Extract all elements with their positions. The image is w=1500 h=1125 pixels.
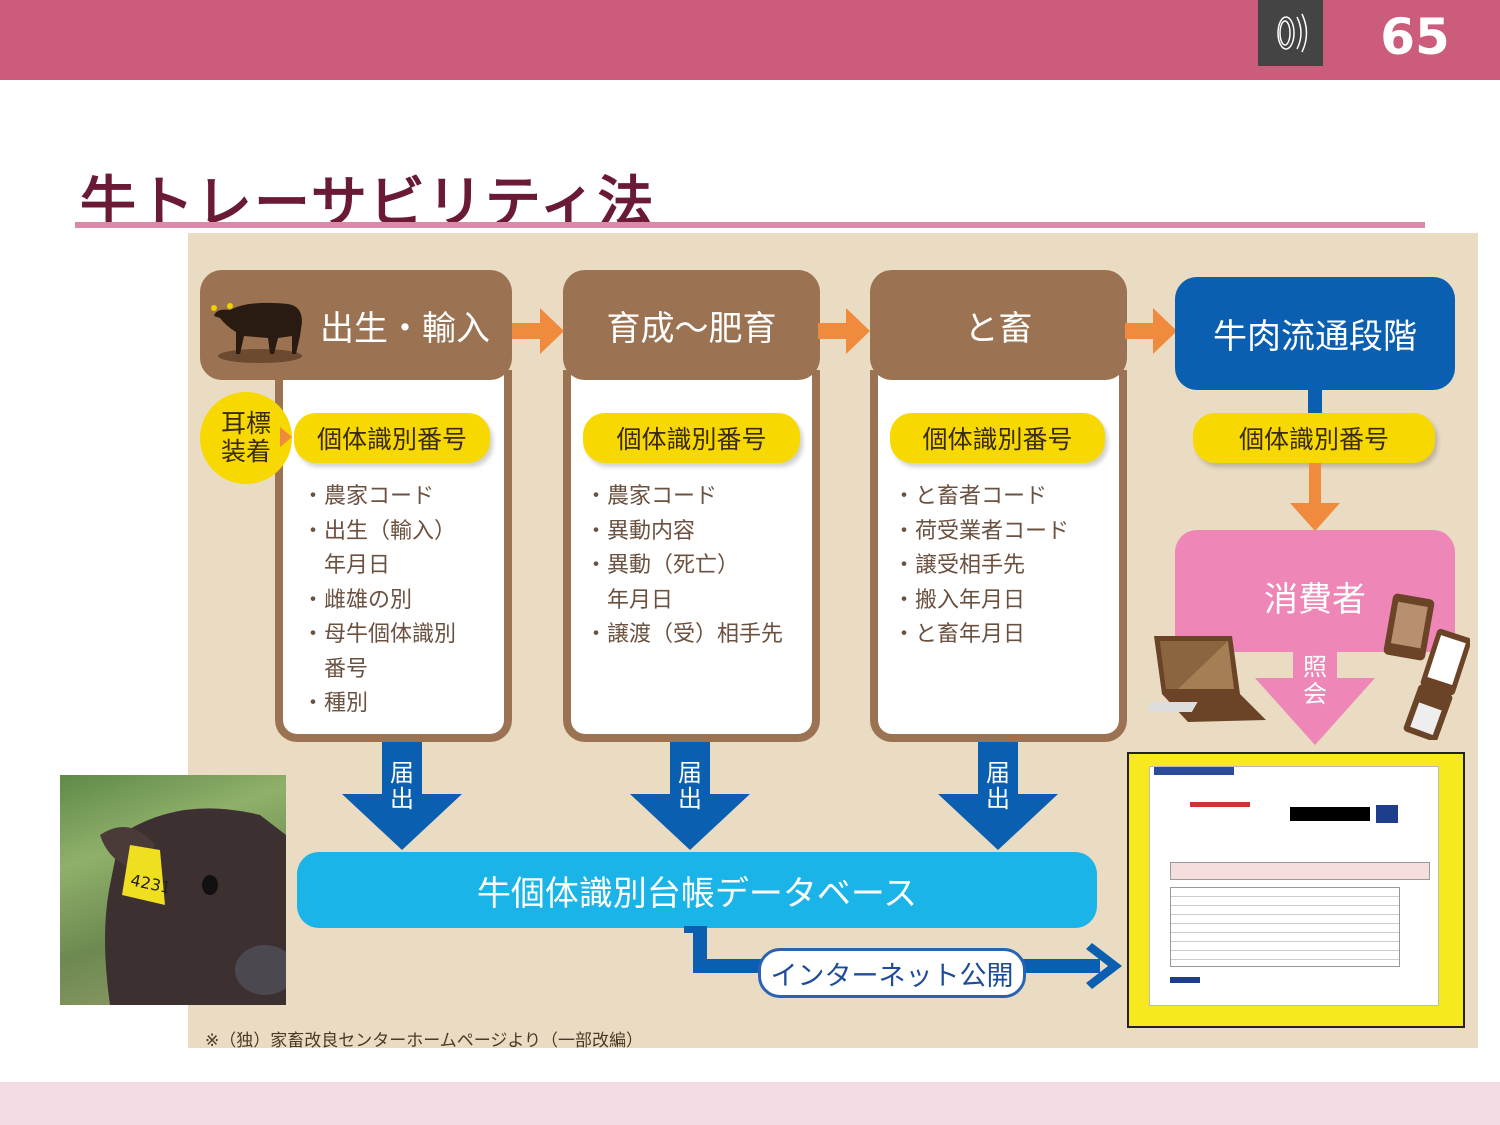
page-number: 65 bbox=[1380, 8, 1450, 66]
list-item: 異動（死亡）年月日 bbox=[585, 549, 745, 618]
report-label: 届出 bbox=[390, 759, 414, 813]
list-item: 譲受相手先 bbox=[893, 549, 1118, 584]
ear-tag-pointer bbox=[280, 427, 292, 447]
stage-3-items: と畜者コード 荷受業者コード 譲受相手先 搬入年月日 と畜年月日 bbox=[893, 480, 1118, 653]
flow-arrow-icon bbox=[512, 308, 564, 354]
query-label: 照会 bbox=[1303, 653, 1327, 708]
report-arrow: 届出 bbox=[342, 742, 462, 850]
consumer-label: 消費者 bbox=[1264, 580, 1366, 620]
flow-arrow-icon bbox=[1125, 308, 1177, 354]
list-item: 母牛個体識別番号 bbox=[302, 618, 472, 687]
website-screenshot bbox=[1127, 752, 1465, 1028]
list-item: 雌雄の別 bbox=[302, 584, 492, 619]
distribution-id-label: 個体識別番号 bbox=[1193, 413, 1435, 463]
database-bar: 牛個体識別台帳データベース bbox=[297, 852, 1097, 928]
stage-2-items: 農家コード 異動内容 異動（死亡）年月日 譲渡（受）相手先 bbox=[585, 480, 810, 653]
list-item: 種別 bbox=[302, 687, 492, 722]
report-arrow: 届出 bbox=[630, 742, 750, 850]
speaker-icon[interactable] bbox=[1258, 0, 1323, 66]
website-table bbox=[1170, 887, 1400, 967]
list-item: と畜者コード bbox=[893, 480, 1118, 515]
search-button bbox=[1376, 805, 1398, 823]
list-item: 農家コード bbox=[585, 480, 810, 515]
search-input bbox=[1290, 807, 1370, 821]
source-footnote: ※（独）家畜改良センターホームページより（一部改編） bbox=[205, 1031, 644, 1051]
website-table bbox=[1170, 862, 1430, 880]
down-arrow-icon bbox=[1290, 463, 1340, 531]
ear-tag-badge: 耳標装着 bbox=[200, 392, 292, 484]
cow-photo: 4231 bbox=[60, 775, 286, 1005]
list-item: 譲渡（受）相手先 bbox=[585, 618, 810, 653]
list-item: 異動内容 bbox=[585, 515, 810, 550]
website-logo bbox=[1154, 767, 1234, 775]
connector-line bbox=[1308, 388, 1322, 418]
internet-publish-label: インターネット公開 bbox=[758, 948, 1026, 998]
cow-icon bbox=[211, 302, 302, 363]
website-page bbox=[1149, 766, 1439, 1006]
stage-2-header: 育成～肥育 bbox=[563, 270, 820, 380]
list-item: 農家コード bbox=[302, 480, 492, 515]
stage-3-title: と畜 bbox=[964, 308, 1033, 349]
stage-1-id-label: 個体識別番号 bbox=[294, 413, 490, 463]
list-item: 荷受業者コード bbox=[893, 515, 1118, 550]
stage-1-items: 農家コード 出生（輸入）年月日 雌雄の別 母牛個体識別番号 種別 bbox=[302, 480, 492, 722]
distribution-box: 牛肉流通段階 bbox=[1175, 277, 1455, 390]
report-arrow: 届出 bbox=[938, 742, 1058, 850]
list-item: 出生（輸入）年月日 bbox=[302, 515, 462, 584]
list-item: と畜年月日 bbox=[893, 618, 1118, 653]
stage-2-id-label: 個体識別番号 bbox=[583, 413, 800, 463]
title-underline bbox=[75, 222, 1425, 228]
laptop-icon bbox=[1148, 636, 1266, 722]
stage-1-title: 出生・輸入 bbox=[320, 308, 490, 349]
query-arrow-icon bbox=[1255, 650, 1375, 745]
stage-2-title: 育成～肥育 bbox=[606, 308, 777, 349]
bottom-bar bbox=[0, 1082, 1500, 1125]
report-label: 届出 bbox=[678, 759, 702, 813]
stage-3-id-label: 個体識別番号 bbox=[890, 413, 1105, 463]
flow-arrow-icon bbox=[818, 308, 870, 354]
website-button bbox=[1170, 977, 1200, 983]
stage-3-header: と畜 bbox=[870, 270, 1127, 380]
website-heading bbox=[1190, 802, 1250, 807]
list-item: 搬入年月日 bbox=[893, 584, 1118, 619]
mobile-phones-icon bbox=[1383, 593, 1470, 740]
top-bar bbox=[0, 0, 1500, 80]
report-label: 届出 bbox=[986, 759, 1010, 813]
